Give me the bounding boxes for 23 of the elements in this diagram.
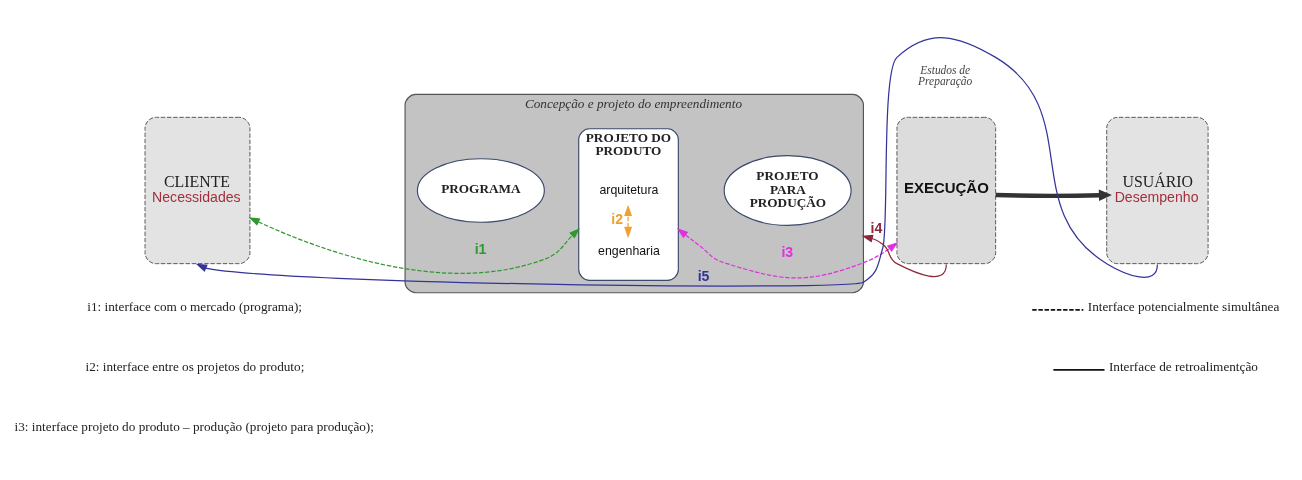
edge-label: i4 — [870, 219, 883, 236]
node-text: engenharia — [598, 243, 660, 258]
edge-label: i2 — [611, 210, 624, 227]
node-box: USUÁRIO Desempenho — [1106, 116, 1209, 264]
arrow — [676, 227, 899, 279]
legend-label: Interface de retroalimentção — [1108, 358, 1258, 374]
node-box: EXECUÇÃO — [896, 116, 997, 264]
node-label: Estudos de Preparação — [918, 63, 973, 87]
node-ellipse: PROJETO PARA PRODUÇÃO — [723, 154, 852, 226]
edge-label: i1 — [474, 240, 487, 257]
legend-label: Interface potencialmente simultânea — [1087, 298, 1280, 314]
arrow — [248, 216, 581, 274]
arrow — [995, 189, 1112, 201]
label: i2: interface entre os projetos do produto; — [85, 358, 305, 374]
edge-label: i3 — [781, 243, 794, 260]
node-box: CLIENTE Necessidades — [144, 116, 251, 264]
node-ellipse: PROGRAMA — [416, 157, 545, 223]
node-text: arquitetura — [599, 182, 659, 197]
arrow — [624, 204, 633, 238]
edge-label: i5 — [697, 267, 710, 284]
label: i1: interface com o mercado (programa); — [87, 298, 303, 314]
label: i3: interface projeto do produto – produção (projeto para produção); — [14, 418, 374, 434]
arrow — [195, 36, 1158, 287]
